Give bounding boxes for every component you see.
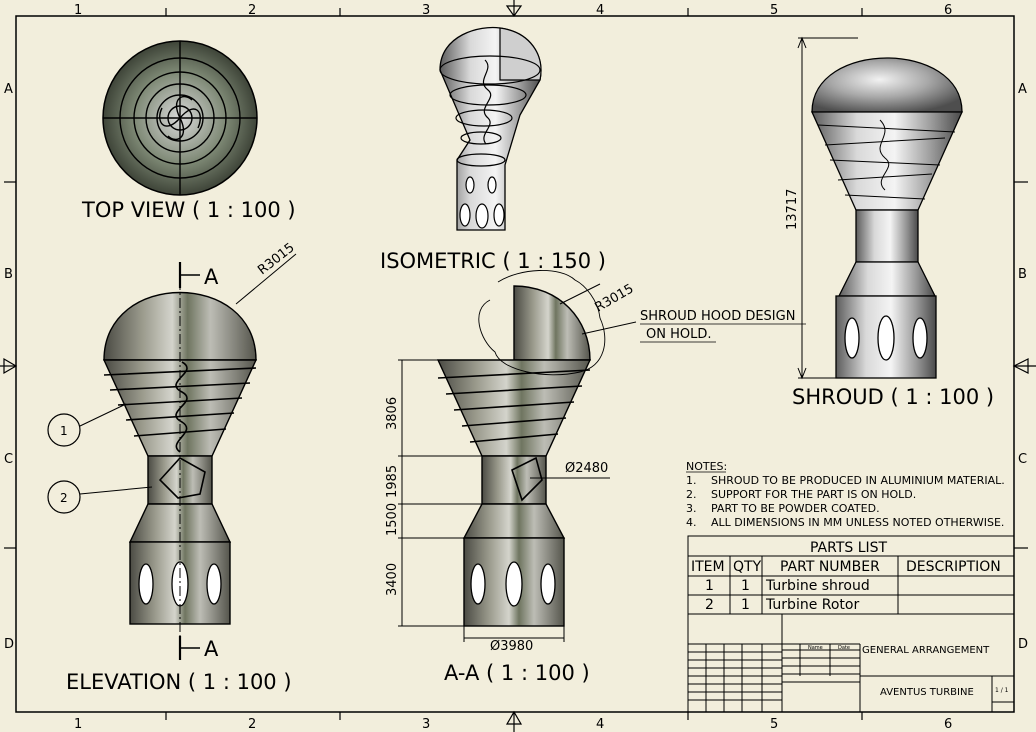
elevation-view: A A R3015 1 2 ELEVATION ( 1 : 100 )	[47, 240, 298, 694]
balloon-1: 1	[60, 424, 68, 438]
section-marker-top: A	[204, 265, 219, 289]
transition-height-dim: 1500	[385, 503, 400, 536]
note-text: ALL DIMENSIONS IN MM UNLESS NOTED OTHERW…	[711, 516, 1004, 529]
shroud-height-dim: 13717	[785, 189, 800, 230]
zone-column-label: 2	[248, 3, 256, 18]
project-name: AVENTUS TURBINE	[880, 687, 974, 698]
row1-item: 1	[705, 578, 714, 594]
isometric-view: ISOMETRIC ( 1 : 150 )	[380, 26, 606, 273]
zone-column-label: 5	[770, 3, 778, 18]
hood-note-line1: SHROUD HOOD DESIGN	[640, 309, 795, 324]
top-view-label: TOP VIEW ( 1 : 100 )	[81, 198, 296, 222]
sheet-border	[15, 15, 1015, 713]
cone-height-dim: 3806	[385, 397, 400, 430]
neck-height-dim: 1985	[385, 465, 400, 498]
row2-item: 2	[705, 597, 714, 613]
border-ticks	[4, 8, 1028, 720]
header-item: ITEM	[691, 559, 725, 575]
notes-title: NOTES:	[686, 460, 727, 473]
shroud-view: 13717 SHROUD ( 1 : 100 )	[785, 36, 994, 409]
drawing-title: GENERAL ARRANGEMENT	[862, 645, 990, 656]
note-text: PART TO BE POWDER COATED.	[711, 502, 880, 515]
zone-column-label: 4	[596, 717, 604, 732]
header-description: DESCRIPTION	[906, 559, 1001, 575]
sheet-number: 1 / 1	[995, 687, 1009, 694]
zone-column-label: 3	[422, 717, 430, 732]
elevation-label: ELEVATION ( 1 : 100 )	[66, 670, 292, 694]
header-qty: QTY	[733, 559, 762, 575]
zone-row-label: C	[4, 452, 13, 467]
base-height-dim: 3400	[385, 563, 400, 596]
note-number: 1.	[686, 474, 697, 487]
base-diameter-dim: Ø3980	[490, 639, 533, 654]
zone-row-label: A	[4, 82, 13, 97]
section-view: 3806 1985 1500 3400 Ø2480 Ø3980 R3015 SH…	[385, 270, 806, 685]
zone-row-label: C	[1018, 452, 1027, 467]
balloon-2: 2	[60, 491, 68, 505]
zone-column-label: 1	[74, 717, 82, 732]
zone-column-label: 4	[596, 3, 604, 18]
section-radius: R3015	[593, 281, 637, 315]
section-label: A-A ( 1 : 100 )	[444, 661, 590, 685]
note-text: SUPPORT FOR THE PART IS ON HOLD.	[711, 488, 916, 501]
title-name-label: Name	[808, 645, 823, 651]
hood-note-line2: ON HOLD.	[646, 327, 711, 342]
zone-row-label: B	[4, 267, 13, 282]
title-date-label: Date	[838, 645, 850, 651]
zone-column-label: 3	[422, 3, 430, 18]
note-number: 4.	[686, 516, 697, 529]
shroud-label: SHROUD ( 1 : 100 )	[792, 385, 994, 409]
zone-column-label: 6	[944, 3, 952, 18]
zone-row-label: D	[1018, 637, 1028, 652]
zone-row-label: D	[4, 637, 14, 652]
top-view: TOP VIEW ( 1 : 100 )	[81, 40, 296, 222]
title-block	[687, 613, 1015, 713]
row1-qty: 1	[741, 578, 750, 594]
note-text: SHROUD TO BE PRODUCED IN ALUMINIUM MATER…	[711, 474, 1005, 487]
note-number: 3.	[686, 502, 697, 515]
row2-qty: 1	[741, 597, 750, 613]
isometric-label: ISOMETRIC ( 1 : 150 )	[380, 249, 606, 273]
row2-part: Turbine Rotor	[765, 597, 859, 613]
zone-column-label: 2	[248, 717, 256, 732]
parts-list-title: PARTS LIST	[810, 540, 888, 556]
rotor-diameter-dim: Ø2480	[565, 461, 608, 476]
zone-column-label: 1	[74, 3, 82, 18]
section-marker-bottom: A	[204, 637, 219, 661]
zone-column-label: 5	[770, 717, 778, 732]
zone-column-label: 6	[944, 717, 952, 732]
zone-row-label: A	[1018, 82, 1027, 97]
note-number: 2.	[686, 488, 697, 501]
notes-block: NOTES: 1. SHROUD TO BE PRODUCED IN ALUMI…	[686, 460, 1005, 529]
elevation-radius: R3015	[255, 240, 297, 278]
row1-part: Turbine shroud	[765, 578, 870, 594]
zone-row-label: B	[1018, 267, 1027, 282]
header-part-number: PART NUMBER	[780, 559, 880, 575]
